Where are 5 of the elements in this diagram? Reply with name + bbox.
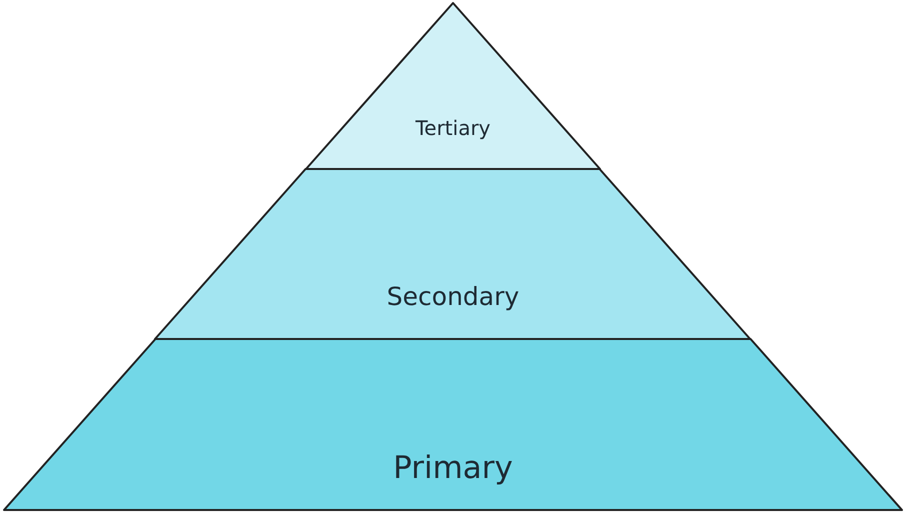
tier-label: Primary — [393, 449, 513, 488]
tier-label: Tertiary — [415, 115, 491, 142]
pyramid-tier — [155, 169, 751, 339]
pyramid-tier — [4, 339, 902, 510]
tier-label: Secondary — [386, 281, 520, 313]
